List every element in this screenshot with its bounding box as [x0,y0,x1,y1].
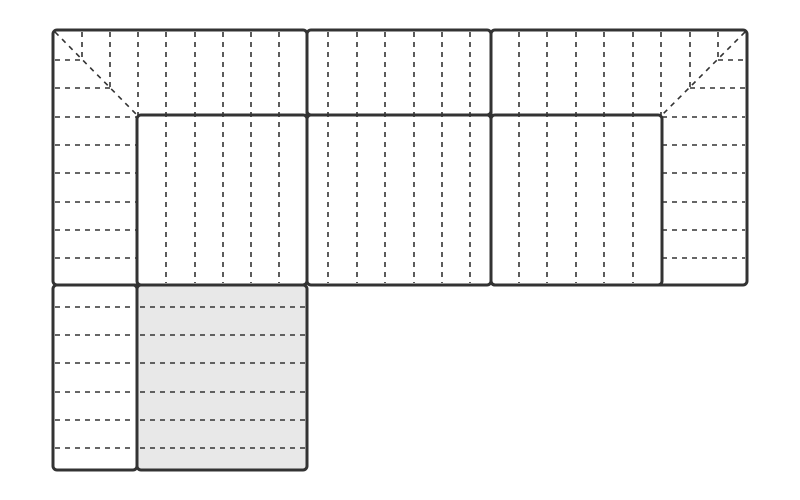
chaise-arm [51,283,139,472]
stitch-line [661,31,746,116]
stitch-line [54,31,138,116]
left-corner-seat [135,113,309,287]
stitching [54,31,746,449]
middle-back [305,28,493,117]
right-corner-seat [489,113,664,287]
chaise-seat [135,283,309,472]
middle-seat [305,113,493,287]
chaise-seat-fill [137,285,307,470]
